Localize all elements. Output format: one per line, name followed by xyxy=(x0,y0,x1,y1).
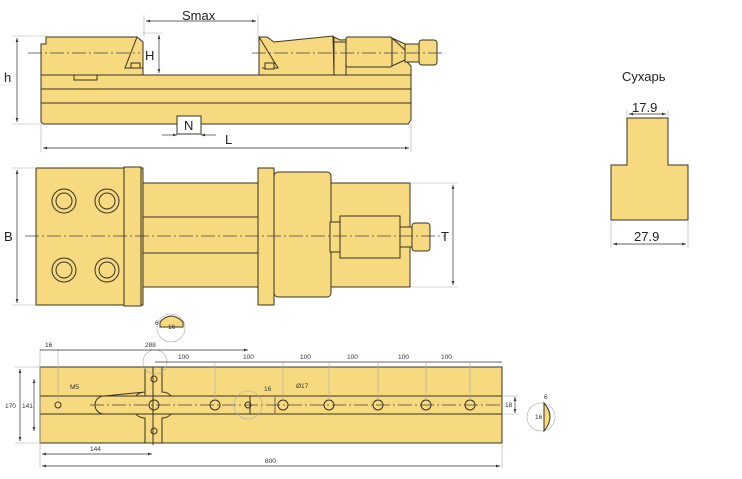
vise-side-view: Smax H h N L xyxy=(4,8,445,152)
dim-spacing-5: 100 xyxy=(398,354,409,361)
dim-spacing-6: 100 xyxy=(441,354,452,361)
label-B: B xyxy=(4,229,13,244)
dim-right-16: 16 xyxy=(535,414,543,421)
dim-hole-diameter: Ø17 xyxy=(296,383,309,390)
dim-slot-16: 16 xyxy=(264,386,272,393)
dim-spacing-3: 100 xyxy=(300,354,311,361)
sukhar-bottom-width: 27.9 xyxy=(634,229,659,244)
label-H: H xyxy=(145,48,154,63)
sukhar-top-width: 17.9 xyxy=(632,100,657,115)
sukhar-detail: Сухарь 17.9 27.9 xyxy=(610,69,689,248)
detail-dim-16: 16 xyxy=(168,324,176,331)
sukhar-title: Сухарь xyxy=(622,69,666,84)
label-smax: Smax xyxy=(182,8,216,23)
dim-spacing-2: 100 xyxy=(243,354,254,361)
dim-spacing-4: 100 xyxy=(347,354,358,361)
dim-288: 288 xyxy=(145,342,156,349)
dim-141: 141 xyxy=(22,403,33,410)
bolt-heads xyxy=(51,188,120,283)
dim-m5: M5 xyxy=(70,384,79,391)
dim-slot-18: 18 xyxy=(505,402,513,409)
dim-spacing-1: 100 xyxy=(178,354,189,361)
detail-dim-6: 6 xyxy=(155,320,159,327)
label-T: T xyxy=(441,229,449,244)
label-L: L xyxy=(225,132,232,147)
dim-800: 800 xyxy=(265,458,276,465)
label-h: h xyxy=(4,70,11,85)
dim-right-6: 6 xyxy=(544,394,548,401)
dim-170: 170 xyxy=(5,403,16,410)
vise-top-view: B T xyxy=(4,166,458,307)
base-plate: 6 16 16 288 100 100 100 100 100 100 170 … xyxy=(5,313,556,468)
label-N: N xyxy=(184,118,193,133)
dim-144: 144 xyxy=(90,446,101,453)
dim-16: 16 xyxy=(45,342,53,349)
